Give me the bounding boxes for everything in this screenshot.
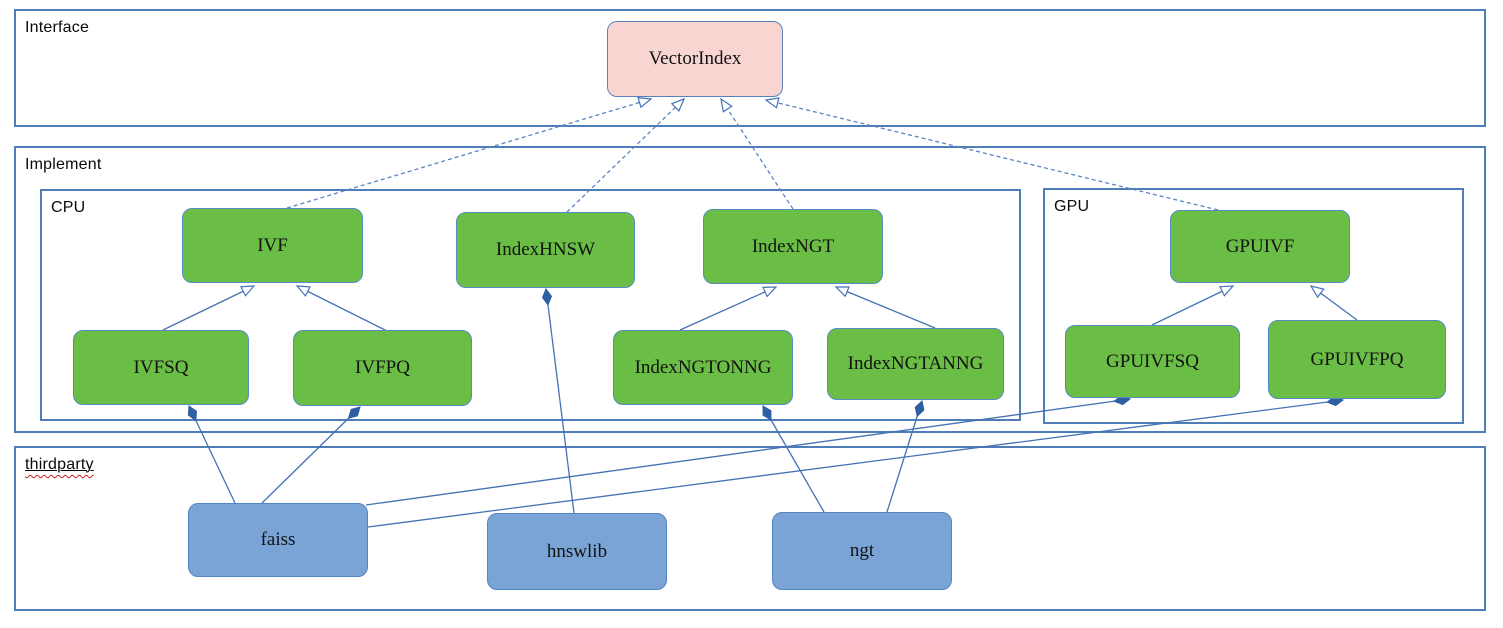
node-label-gpuivf: GPUIVF (1225, 235, 1295, 257)
node-ivfsq[interactable]: IVFSQ (73, 330, 249, 405)
node-gpuivfpq[interactable]: GPUIVFPQ (1268, 320, 1446, 399)
node-label-vectorindex: VectorIndex (648, 48, 742, 69)
node-label-ngt: ngt (849, 540, 875, 561)
node-ngt[interactable]: ngt (772, 512, 952, 590)
node-vectorindex[interactable]: VectorIndex (607, 21, 783, 97)
node-label-hnswlib: hnswlib (546, 540, 608, 562)
container-label-text: thirdparty (25, 456, 94, 473)
node-ivfpq[interactable]: IVFPQ (293, 330, 472, 406)
node-label-indexngtonng: IndexNGTONNG (634, 356, 772, 378)
node-label-gpuivfsq: GPUIVFSQ (1106, 350, 1199, 372)
node-gpuivf[interactable]: GPUIVF (1170, 210, 1350, 283)
container-label-interface: Interface (25, 19, 89, 37)
node-faiss[interactable]: faiss (188, 503, 368, 577)
node-indexngtonng[interactable]: IndexNGTONNG (613, 330, 793, 405)
container-label-gpu: GPU (1054, 198, 1089, 216)
node-label-gpuivfpq: GPUIVFPQ (1310, 348, 1404, 370)
node-indexngtanng[interactable]: IndexNGTANNG (827, 328, 1004, 400)
container-label-thirdparty: thirdparty (25, 456, 94, 474)
container-label-cpu: CPU (51, 199, 85, 217)
container-label-text: GPU (1054, 198, 1090, 215)
container-label-text: Interface (25, 19, 90, 36)
node-label-indexhnsw: IndexHNSW (495, 239, 596, 260)
node-label-ivf: IVF (257, 234, 288, 256)
node-label-faiss: faiss (260, 529, 296, 550)
node-hnswlib[interactable]: hnswlib (487, 513, 667, 590)
node-indexhnsw[interactable]: IndexHNSW (456, 212, 635, 288)
node-label-ivfpq: IVFPQ (355, 357, 410, 378)
container-label-text: CPU (51, 199, 86, 216)
node-label-indexngtanng: IndexNGTANNG (847, 353, 984, 374)
container-label-implement: Implement (25, 156, 102, 174)
node-indexngt[interactable]: IndexNGT (703, 209, 883, 284)
node-ivf[interactable]: IVF (182, 208, 363, 283)
container-label-text: Implement (25, 156, 102, 173)
node-gpuivfsq[interactable]: GPUIVFSQ (1065, 325, 1240, 398)
node-label-indexngt: IndexNGT (751, 235, 835, 257)
node-label-ivfsq: IVFSQ (133, 356, 189, 378)
